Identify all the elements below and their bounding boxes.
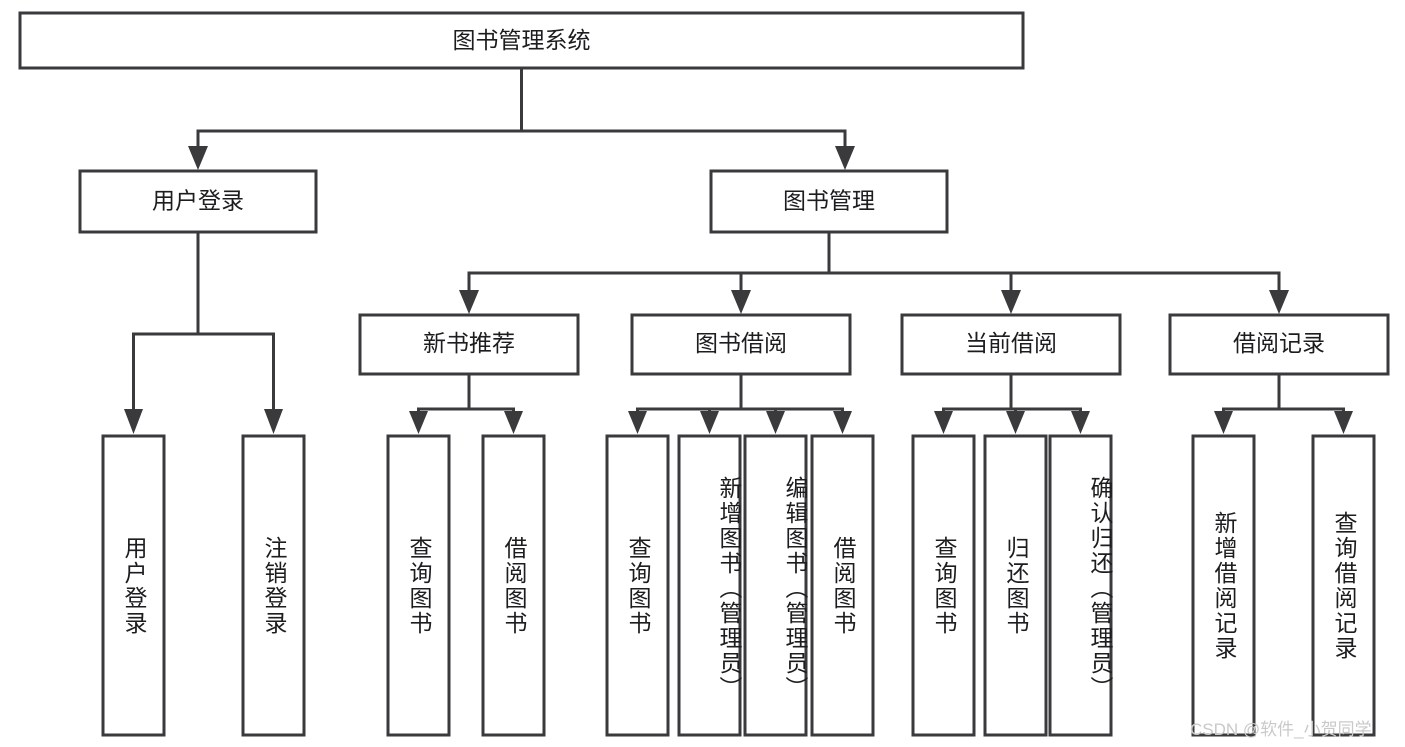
node-user-login-box[interactable]	[78, 169, 318, 234]
node-leaf-add-book-admin-label: 新增图书（管理员）	[716, 476, 742, 701]
node-leaf-borrow-book-rec-label: 借阅图书	[501, 535, 527, 636]
node-current-borrow[interactable]: 当前借阅	[900, 313, 1122, 376]
node-leaf-edit-book-admin-label: 编辑图书（管理员）	[782, 476, 808, 701]
node-book-borrow[interactable]: 图书借阅	[630, 313, 852, 376]
node-book-borrow-box[interactable]	[630, 313, 852, 376]
leaf-boxes	[101, 434, 1376, 737]
connector-root-to-level1	[188, 66, 855, 170]
node-leaf-logout-login-box[interactable]	[241, 434, 306, 737]
node-new-book-recommend[interactable]: 新书推荐	[358, 313, 580, 376]
node-leaf-query-borrow-rec-box[interactable]	[1311, 434, 1376, 737]
node-leaf-add-borrow-rec-label: 新增借阅记录	[1211, 510, 1237, 661]
node-leaf-query-book-rec-label: 查询图书	[406, 535, 432, 636]
node-book-management[interactable]: 图书管理	[709, 169, 949, 234]
node-leaf-query-book-bb-box[interactable]	[605, 434, 670, 737]
node-leaf-user-login-box[interactable]	[101, 434, 166, 737]
node-user-login[interactable]: 用户登录	[78, 169, 318, 234]
connector-current-borrow-to-leaves	[934, 372, 1090, 434]
node-leaf-edit-book-admin-box[interactable]	[743, 434, 808, 737]
node-leaf-query-book-bb-label: 查询图书	[625, 535, 651, 636]
node-book-borrow-label: 图书借阅	[695, 330, 787, 356]
csdn-watermark: CSDN @软件_小贺同学	[1190, 720, 1372, 739]
node-new-book-recommend-box[interactable]	[358, 313, 580, 376]
node-leaf-query-book-rec-box[interactable]	[386, 434, 451, 737]
node-leaf-query-borrow-rec-label: 查询借阅记录	[1331, 510, 1357, 661]
node-leaf-borrow-book-rec-box[interactable]	[481, 434, 546, 737]
connector-borrow-record-to-leaves	[1214, 372, 1353, 434]
node-borrow-record-label: 借阅记录	[1233, 330, 1325, 356]
node-leaf-borrow-book-bb-box[interactable]	[810, 434, 875, 737]
node-root-box[interactable]	[18, 11, 1025, 70]
node-book-management-label: 图书管理	[783, 188, 875, 214]
node-root-label: 图书管理系统	[453, 27, 591, 53]
node-leaf-return-book-label: 归还图书	[1003, 535, 1029, 636]
connector-user-login-to-leaves	[124, 230, 283, 434]
node-leaf-query-book-cb-label: 查询图书	[931, 535, 957, 636]
node-current-borrow-label: 当前借阅	[965, 330, 1057, 356]
node-leaf-confirm-return-label: 确认归还（管理员）	[1087, 476, 1113, 701]
node-user-login-label: 用户登录	[152, 188, 244, 214]
node-leaf-logout-login-label: 注销登录	[261, 535, 287, 636]
node-leaf-add-book-admin-box[interactable]	[677, 434, 742, 737]
node-leaf-confirm-return-box[interactable]	[1048, 434, 1113, 737]
node-borrow-record[interactable]: 借阅记录	[1168, 313, 1390, 376]
connector-new-book-recommend-to-leaves	[409, 372, 523, 434]
node-current-borrow-box[interactable]	[900, 313, 1122, 376]
connector-book-management-to-level2	[459, 230, 1289, 314]
node-leaf-user-login-label: 用户登录	[121, 535, 147, 636]
node-leaf-return-book-box[interactable]	[983, 434, 1048, 737]
node-book-management-box[interactable]	[709, 169, 949, 234]
node-leaf-add-borrow-rec-box[interactable]	[1191, 434, 1256, 737]
connector-book-borrow-to-leaves	[628, 372, 852, 434]
node-borrow-record-box[interactable]	[1168, 313, 1390, 376]
node-leaf-query-book-cb-box[interactable]	[911, 434, 976, 737]
node-root[interactable]: 图书管理系统	[18, 11, 1025, 70]
node-leaf-borrow-book-bb-label: 借阅图书	[830, 535, 856, 636]
node-new-book-recommend-label: 新书推荐	[423, 330, 515, 356]
